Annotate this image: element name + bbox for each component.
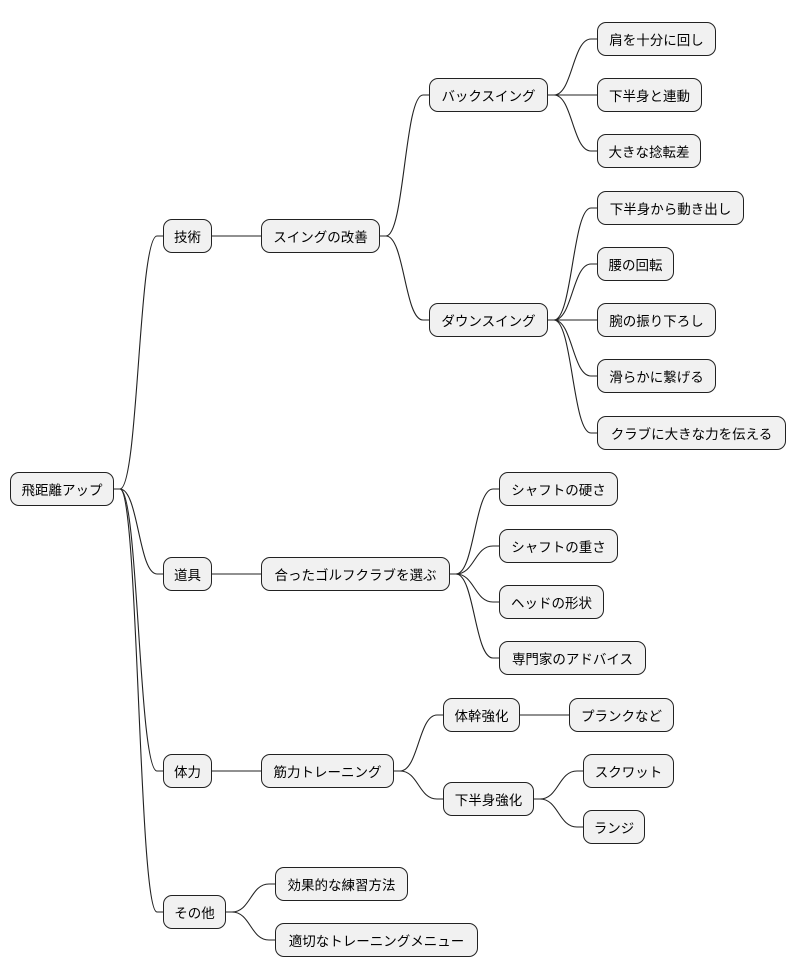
leaf-node: 下半身と連動 — [597, 78, 702, 112]
connector — [226, 911, 275, 941]
leaf-node: プランクなど — [569, 698, 674, 732]
topic-node: 合ったゴルフクラブを選ぶ — [261, 557, 450, 591]
leaf-node: スクワット — [583, 754, 674, 788]
leaf-node: ランジ — [583, 810, 645, 844]
branch-node: 体力 — [163, 754, 212, 788]
connector — [394, 714, 443, 772]
connector — [450, 488, 499, 575]
leaf-node: 適切なトレーニングメニュー — [275, 923, 478, 957]
leaf-node: ヘッドの形状 — [499, 585, 604, 619]
connector — [114, 488, 163, 913]
leaf-node: 腕の振り下ろし — [597, 303, 716, 337]
connector — [450, 573, 499, 603]
branch-node: 道具 — [163, 557, 212, 591]
leaf-node: 専門家のアドバイス — [499, 641, 646, 675]
leaf-node: 腰の回転 — [597, 247, 674, 281]
subtopic-node: 体幹強化 — [443, 698, 520, 732]
mindmap-root-node: 飛距離アップ — [10, 472, 114, 506]
leaf-node: 下半身から動き出し — [597, 191, 744, 225]
leaf-node: 滑らかに繋げる — [597, 359, 716, 393]
branch-node: 技術 — [163, 219, 212, 253]
connector — [534, 798, 583, 828]
subtopic-node: バックスイング — [429, 78, 548, 112]
connector — [534, 770, 583, 800]
topic-node: スイングの改善 — [261, 219, 380, 253]
branch-node: その他 — [163, 895, 226, 929]
connector — [450, 545, 499, 575]
subtopic-node: ダウンスイング — [429, 303, 548, 337]
connector — [114, 488, 163, 772]
leaf-node: 効果的な練習方法 — [275, 867, 408, 901]
connector — [380, 235, 429, 321]
connector — [548, 207, 597, 321]
connector — [548, 263, 597, 321]
connector — [548, 94, 597, 152]
connector — [114, 235, 163, 490]
leaf-node: クラブに大きな力を伝える — [597, 416, 786, 450]
connector — [380, 94, 429, 237]
leaf-node: 肩を十分に回し — [597, 22, 716, 56]
connector — [548, 319, 597, 377]
leaf-node: シャフトの硬さ — [499, 472, 618, 506]
connector — [226, 883, 275, 913]
connector — [114, 488, 163, 575]
leaf-node: 大きな捻転差 — [597, 134, 701, 168]
topic-node: 筋力トレーニング — [261, 754, 394, 788]
leaf-node: シャフトの重さ — [499, 529, 618, 563]
connector — [394, 770, 443, 800]
subtopic-node: 下半身強化 — [443, 782, 534, 816]
connector — [548, 319, 597, 434]
connector — [548, 38, 597, 96]
connector — [450, 573, 499, 659]
